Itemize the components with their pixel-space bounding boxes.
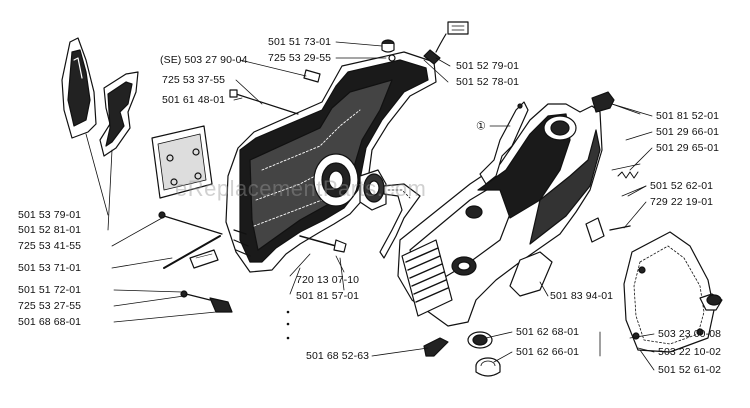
part-label: 501 52 62-01 (650, 180, 714, 192)
screw-parts-left (158, 69, 347, 313)
part-label: 501 68 68-01 (18, 316, 82, 328)
part-label: 503 23 00-08 (658, 328, 722, 340)
part-label: 725 53 37-55 (162, 74, 226, 86)
part-label: 501 62 66-01 (516, 346, 580, 358)
connector-part (423, 21, 469, 65)
part-label: 501 68 52-63 (306, 350, 370, 362)
part-label: 501 53 71-01 (18, 262, 82, 274)
part-label: 501 52 78-01 (456, 76, 520, 88)
part-label: 501 51 73-01 (268, 36, 332, 48)
part-label: 501 83 94-01 (550, 290, 614, 302)
part-label: 501 81 57-01 (296, 290, 360, 302)
part-label: 725 53 41-55 (18, 240, 82, 252)
callout-marker: ① (476, 120, 486, 133)
part-label: (SE) 503 27 90-04 (160, 54, 248, 66)
part-label: 501 29 66-01 (656, 126, 720, 138)
leader-lines (85, 41, 655, 371)
gasket-plate (151, 125, 213, 199)
part-label: 720 13 07-10 (296, 274, 360, 286)
tank-housing (397, 103, 605, 327)
part-label: 501 52 61-02 (658, 364, 722, 376)
part-label: 725 53 27-55 (18, 300, 82, 312)
top-cap-part (381, 39, 396, 62)
part-label: 501 62 68-01 (516, 326, 580, 338)
cap-parts-bottom (423, 331, 501, 377)
side-cover-plate (623, 231, 723, 353)
part-label: 729 22 19-01 (650, 196, 714, 208)
part-label: 503 22 10-02 (658, 346, 722, 358)
part-label: 501 81 52-01 (656, 110, 720, 122)
switch-part (591, 91, 641, 115)
part-label: 501 52 79-01 (456, 60, 520, 72)
part-label: 501 61 48-01 (162, 94, 226, 106)
crankcase-left-half (225, 51, 437, 273)
part-label: 501 51 72-01 (18, 284, 82, 296)
rod-part (479, 101, 529, 185)
part-label: 501 29 65-01 (656, 142, 720, 154)
gasket-strip (379, 183, 421, 259)
part-label: 725 53 29-55 (268, 52, 332, 64)
rear-shield-part (99, 71, 139, 157)
watermark-text: eReplacementParts.com (175, 176, 427, 201)
front-shield-part (61, 37, 97, 139)
dotted-leaders (286, 310, 290, 340)
part-label: 501 52 81-01 (18, 224, 82, 236)
spring-parts (609, 163, 647, 231)
part-label: 501 53 79-01 (18, 209, 82, 221)
